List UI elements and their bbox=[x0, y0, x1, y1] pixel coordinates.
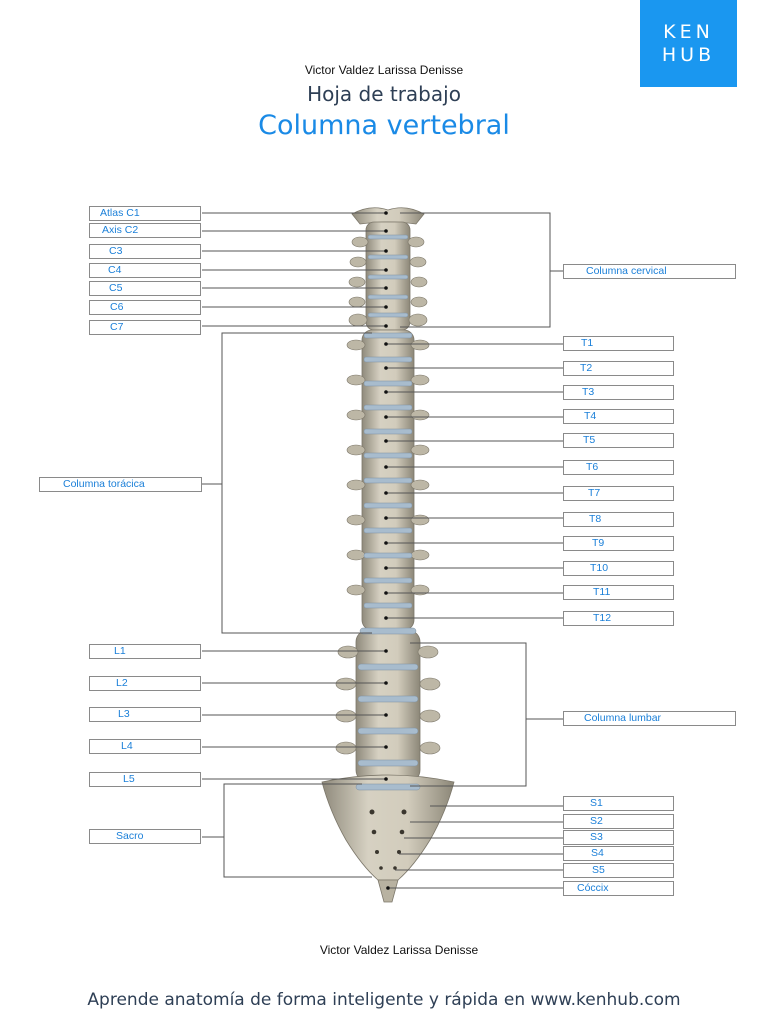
label-box-sacro[interactable]: Sacro bbox=[89, 829, 201, 844]
label-box-c5[interactable]: C5 bbox=[89, 281, 201, 296]
label-text-s5: S5 bbox=[592, 864, 605, 876]
sacrum-bone bbox=[321, 774, 455, 881]
label-box-columna-lumbar[interactable]: Columna lumbar bbox=[563, 711, 736, 726]
label-box-l3[interactable]: L3 bbox=[89, 707, 201, 722]
label-text-l4: L4 bbox=[121, 740, 133, 752]
label-box-t7[interactable]: T7 bbox=[563, 486, 674, 501]
label-text-t9: T9 bbox=[592, 537, 605, 549]
label-text-t4: T4 bbox=[584, 410, 597, 422]
label-box-c6[interactable]: C6 bbox=[89, 300, 201, 315]
label-box-t10[interactable]: T10 bbox=[563, 561, 674, 576]
label-box-columna-toracica[interactable]: Columna torácica bbox=[39, 477, 202, 492]
label-text-t3: T3 bbox=[582, 386, 595, 398]
label-text-c4: C4 bbox=[108, 264, 122, 276]
label-text-t5: T5 bbox=[583, 434, 596, 446]
kenhub-logo[interactable]: KEN HUB bbox=[640, 0, 737, 87]
label-box-t2[interactable]: T2 bbox=[563, 361, 674, 376]
label-box-l5[interactable]: L5 bbox=[89, 772, 201, 787]
label-text-sacro: Sacro bbox=[116, 830, 144, 842]
logo-line-2: HUB bbox=[661, 43, 716, 66]
label-box-axis[interactable]: Axis C2 bbox=[89, 223, 201, 238]
label-text-l5: L5 bbox=[123, 773, 135, 785]
label-box-s3[interactable]: S3 bbox=[563, 830, 674, 845]
label-text-t10: T10 bbox=[590, 562, 609, 574]
label-text-atlas: Atlas C1 bbox=[100, 207, 140, 219]
label-text-l1: L1 bbox=[114, 645, 126, 657]
author-name-top: Victor Valdez Larissa Denisse bbox=[304, 63, 464, 77]
label-box-t9[interactable]: T9 bbox=[563, 536, 674, 551]
label-text-columna-toracica: Columna torácica bbox=[63, 478, 145, 490]
label-text-t1: T1 bbox=[581, 337, 594, 349]
lumbar-bodies bbox=[355, 629, 421, 783]
label-box-c7[interactable]: C7 bbox=[89, 320, 201, 335]
label-box-t4[interactable]: T4 bbox=[563, 409, 674, 424]
label-text-t7: T7 bbox=[588, 487, 601, 499]
leader-lines bbox=[202, 212, 563, 889]
coccyx-bone bbox=[377, 879, 399, 903]
label-box-atlas[interactable]: Atlas C1 bbox=[89, 206, 201, 221]
logo-line-1: KEN bbox=[663, 20, 714, 43]
label-text-l2: L2 bbox=[116, 677, 128, 689]
label-text-c5: C5 bbox=[109, 282, 123, 294]
label-text-axis: Axis C2 bbox=[102, 224, 139, 236]
label-box-t11[interactable]: T11 bbox=[563, 585, 674, 600]
label-text-l3: L3 bbox=[118, 708, 130, 720]
author-name-bottom: Victor Valdez Larissa Denisse bbox=[319, 943, 479, 957]
footer-tagline[interactable]: Aprende anatomía de forma inteligente y … bbox=[87, 990, 681, 1010]
label-box-s1[interactable]: S1 bbox=[563, 796, 674, 811]
label-box-l1[interactable]: L1 bbox=[89, 644, 201, 659]
label-box-t5[interactable]: T5 bbox=[563, 433, 674, 448]
label-box-t6[interactable]: T6 bbox=[563, 460, 674, 475]
label-box-t3[interactable]: T3 bbox=[563, 385, 674, 400]
label-text-t8: T8 bbox=[589, 513, 602, 525]
label-text-coccix: Cóccix bbox=[577, 882, 609, 894]
label-box-columna-cervical[interactable]: Columna cervical bbox=[563, 264, 736, 279]
label-text-columna-lumbar: Columna lumbar bbox=[584, 712, 662, 724]
label-box-l4[interactable]: L4 bbox=[89, 739, 201, 754]
label-text-s2: S2 bbox=[590, 815, 603, 827]
label-box-s5[interactable]: S5 bbox=[563, 863, 674, 878]
atlas-bone bbox=[351, 207, 425, 225]
label-text-t11: T11 bbox=[593, 586, 611, 598]
label-text-s4: S4 bbox=[591, 847, 604, 859]
label-box-s4[interactable]: S4 bbox=[563, 846, 674, 861]
label-text-s1: S1 bbox=[590, 797, 603, 809]
label-text-c3: C3 bbox=[109, 245, 123, 257]
label-box-t8[interactable]: T8 bbox=[563, 512, 674, 527]
label-box-s2[interactable]: S2 bbox=[563, 814, 674, 829]
label-box-c3[interactable]: C3 bbox=[89, 244, 201, 259]
marker-dots bbox=[384, 211, 390, 890]
label-box-l2[interactable]: L2 bbox=[89, 676, 201, 691]
page-title: Columna vertebral bbox=[258, 110, 510, 141]
label-box-t12[interactable]: T12 bbox=[563, 611, 674, 626]
label-text-s3: S3 bbox=[590, 831, 603, 843]
label-text-t12: T12 bbox=[593, 612, 612, 624]
label-text-t6: T6 bbox=[586, 461, 599, 473]
label-text-c7: C7 bbox=[110, 321, 124, 333]
label-text-c6: C6 bbox=[110, 301, 124, 313]
label-box-t1[interactable]: T1 bbox=[563, 336, 674, 351]
spine-illustration bbox=[321, 207, 455, 903]
label-text-t2: T2 bbox=[580, 362, 593, 374]
worksheet-subtitle: Hoja de trabajo bbox=[307, 82, 461, 106]
label-text-columna-cervical: Columna cervical bbox=[586, 265, 667, 277]
label-box-coccix[interactable]: Cóccix bbox=[563, 881, 674, 896]
label-box-c4[interactable]: C4 bbox=[89, 263, 201, 278]
